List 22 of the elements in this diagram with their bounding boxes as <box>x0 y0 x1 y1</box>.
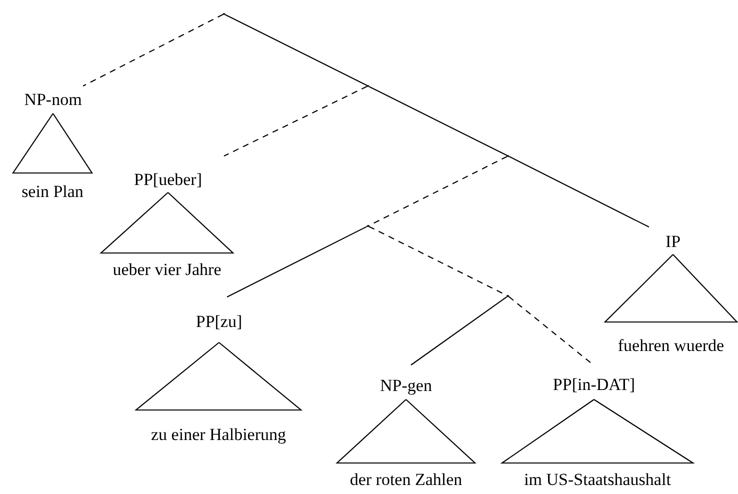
tree-branch <box>508 156 650 228</box>
tree-branch <box>508 296 592 364</box>
tree-branch <box>368 226 508 296</box>
category-label: NP-nom <box>24 90 82 110</box>
tree-branch <box>368 86 508 156</box>
category-label: NP-gen <box>380 376 432 396</box>
phrase-text: zu einer Halbierung <box>151 425 286 445</box>
tree-branch <box>82 14 224 86</box>
tree-branch <box>226 226 368 298</box>
phrase-text: der roten Zahlen <box>350 470 462 490</box>
tree-branch <box>368 156 508 226</box>
phrase-text: fuehren wuerde <box>618 336 724 356</box>
tree-branch <box>224 14 368 86</box>
tree-branch <box>410 296 508 366</box>
tree-branch <box>224 86 368 156</box>
category-label: PP[in-DAT] <box>552 375 636 395</box>
category-label: PP[zu] <box>196 312 242 332</box>
category-label: PP[ueber] <box>134 170 202 190</box>
category-label: IP <box>665 232 681 252</box>
phrase-text: ueber vier Jahre <box>112 260 222 280</box>
phrase-text: im US-Staatshaushalt <box>524 470 671 490</box>
phrase-text: sein Plan <box>22 182 84 202</box>
